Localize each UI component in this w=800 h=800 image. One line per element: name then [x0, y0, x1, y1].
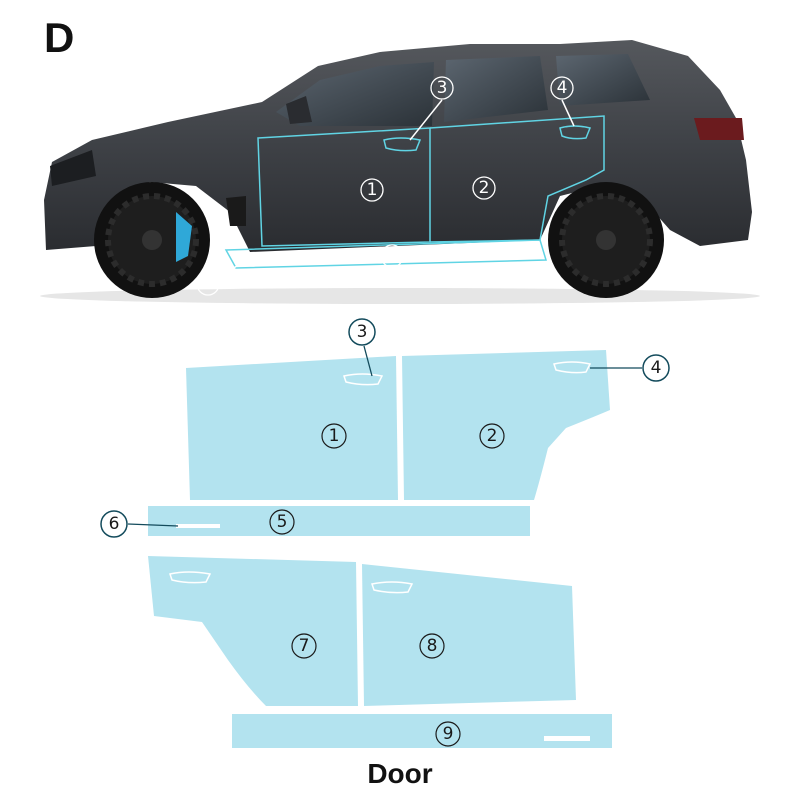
svg-text:8: 8 [427, 636, 438, 656]
film-callout-3: 3 [348, 318, 376, 346]
tail-light [694, 118, 744, 140]
svg-text:5: 5 [277, 512, 288, 532]
car-callout-6: 6 [196, 272, 220, 296]
rear-wheel [548, 182, 664, 298]
film-piece-5 [148, 506, 530, 536]
rocker-strip-9 [544, 736, 590, 741]
svg-text:9: 9 [443, 724, 454, 744]
head-light [50, 150, 96, 186]
car-film-outline [224, 115, 605, 269]
film-callout-4: 4 [642, 354, 670, 382]
svg-text:2: 2 [479, 178, 490, 198]
svg-text:4: 4 [651, 358, 662, 378]
svg-text:4: 4 [557, 78, 568, 98]
diagram-caption: Door [367, 758, 433, 789]
film-piece-2 [402, 350, 610, 500]
svg-text:7: 7 [299, 636, 310, 656]
handle-cutout-7 [169, 571, 212, 584]
svg-text:3: 3 [437, 78, 448, 98]
front-wheel [94, 182, 210, 298]
rear-window [444, 56, 548, 122]
svg-text:1: 1 [367, 180, 378, 200]
car-side-view [40, 40, 760, 304]
film-callout-7: 7 [291, 633, 317, 659]
car-callout-1: 1 [360, 178, 384, 202]
film-piece-8 [362, 564, 576, 706]
car-callout-3: 3 [430, 76, 454, 100]
film-callout-2: 2 [479, 423, 505, 449]
film-piece-9 [232, 714, 612, 748]
brake-caliper [176, 212, 192, 262]
svg-text:2: 2 [487, 426, 498, 446]
svg-text:6: 6 [203, 274, 214, 294]
film-callout-8: 8 [419, 633, 445, 659]
side-mirror [286, 96, 312, 124]
film-callout-9: 9 [435, 721, 461, 747]
film-callout-5: 5 [269, 509, 295, 535]
handle-cutout-8 [371, 581, 414, 594]
handle-cutout-4 [553, 361, 592, 374]
car-callout-4: 4 [550, 76, 574, 100]
film-pieces [148, 350, 612, 748]
svg-text:5: 5 [387, 246, 398, 266]
front-window [276, 62, 434, 126]
svg-text:6: 6 [109, 514, 120, 534]
car-callout-2: 2 [472, 176, 496, 200]
film-callout-6: 6 [100, 510, 128, 538]
film-piece-7 [148, 556, 358, 706]
car-callout-5: 5 [380, 244, 404, 268]
film-piece-1 [186, 356, 398, 500]
side-vent [226, 196, 246, 226]
svg-text:3: 3 [357, 322, 368, 342]
rocker-strip-6 [176, 524, 220, 528]
film-callout-1: 1 [321, 423, 347, 449]
svg-text:1: 1 [329, 426, 340, 446]
section-letter: D [44, 14, 75, 61]
quarter-window [556, 54, 650, 106]
handle-cutout-3 [343, 373, 384, 386]
